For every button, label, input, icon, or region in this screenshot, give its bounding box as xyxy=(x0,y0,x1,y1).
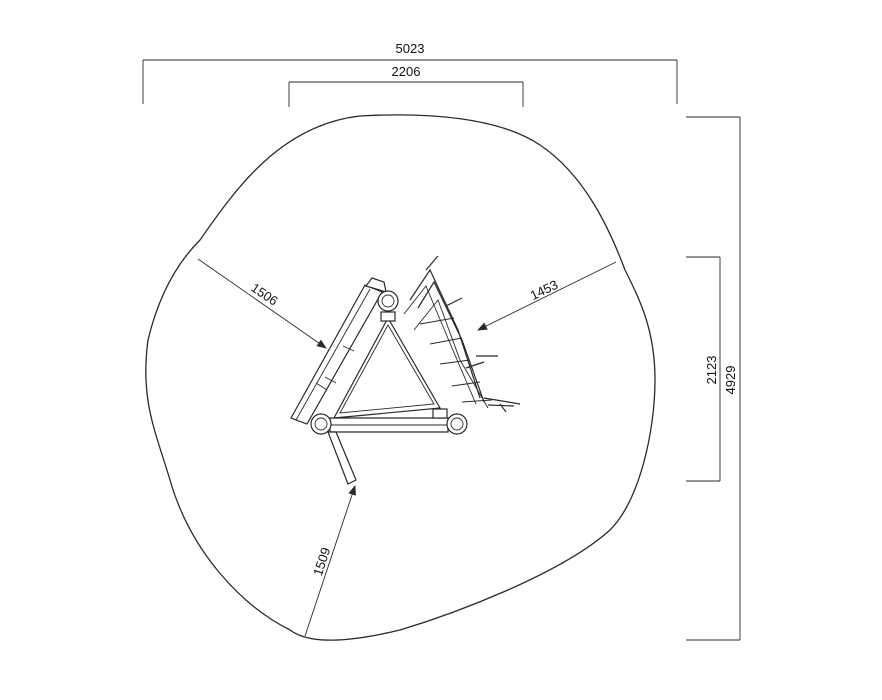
dim-label-equipment-width: 2206 xyxy=(392,64,421,79)
bottom-beam xyxy=(329,417,449,433)
left-beam xyxy=(290,277,387,425)
triangle-frame xyxy=(332,316,441,419)
support-leg xyxy=(327,431,357,485)
dim-label-overall-width: 5023 xyxy=(396,41,425,56)
post-top xyxy=(377,290,399,322)
dim-label-equipment-height: 2123 xyxy=(704,356,719,385)
post-right xyxy=(432,408,468,435)
radius-right: 1453 xyxy=(477,261,617,331)
radius-bottom: 1509 xyxy=(304,485,356,637)
dimension-equipment-height: 2123 xyxy=(686,256,721,482)
safety-zone-outline xyxy=(145,114,656,641)
dimension-overall-height: 4929 xyxy=(686,116,741,641)
post-left xyxy=(310,413,332,435)
radius-left: 1506 xyxy=(197,258,327,349)
dim-label-radius-left: 1506 xyxy=(248,280,280,309)
dimension-equipment-width: 2206 xyxy=(288,64,524,107)
dim-label-overall-height: 4929 xyxy=(723,366,738,395)
dim-label-radius-right: 1453 xyxy=(528,277,561,303)
dimension-overall-width: 5023 xyxy=(142,41,678,104)
climbing-net xyxy=(403,255,521,413)
play-equipment xyxy=(290,255,521,485)
